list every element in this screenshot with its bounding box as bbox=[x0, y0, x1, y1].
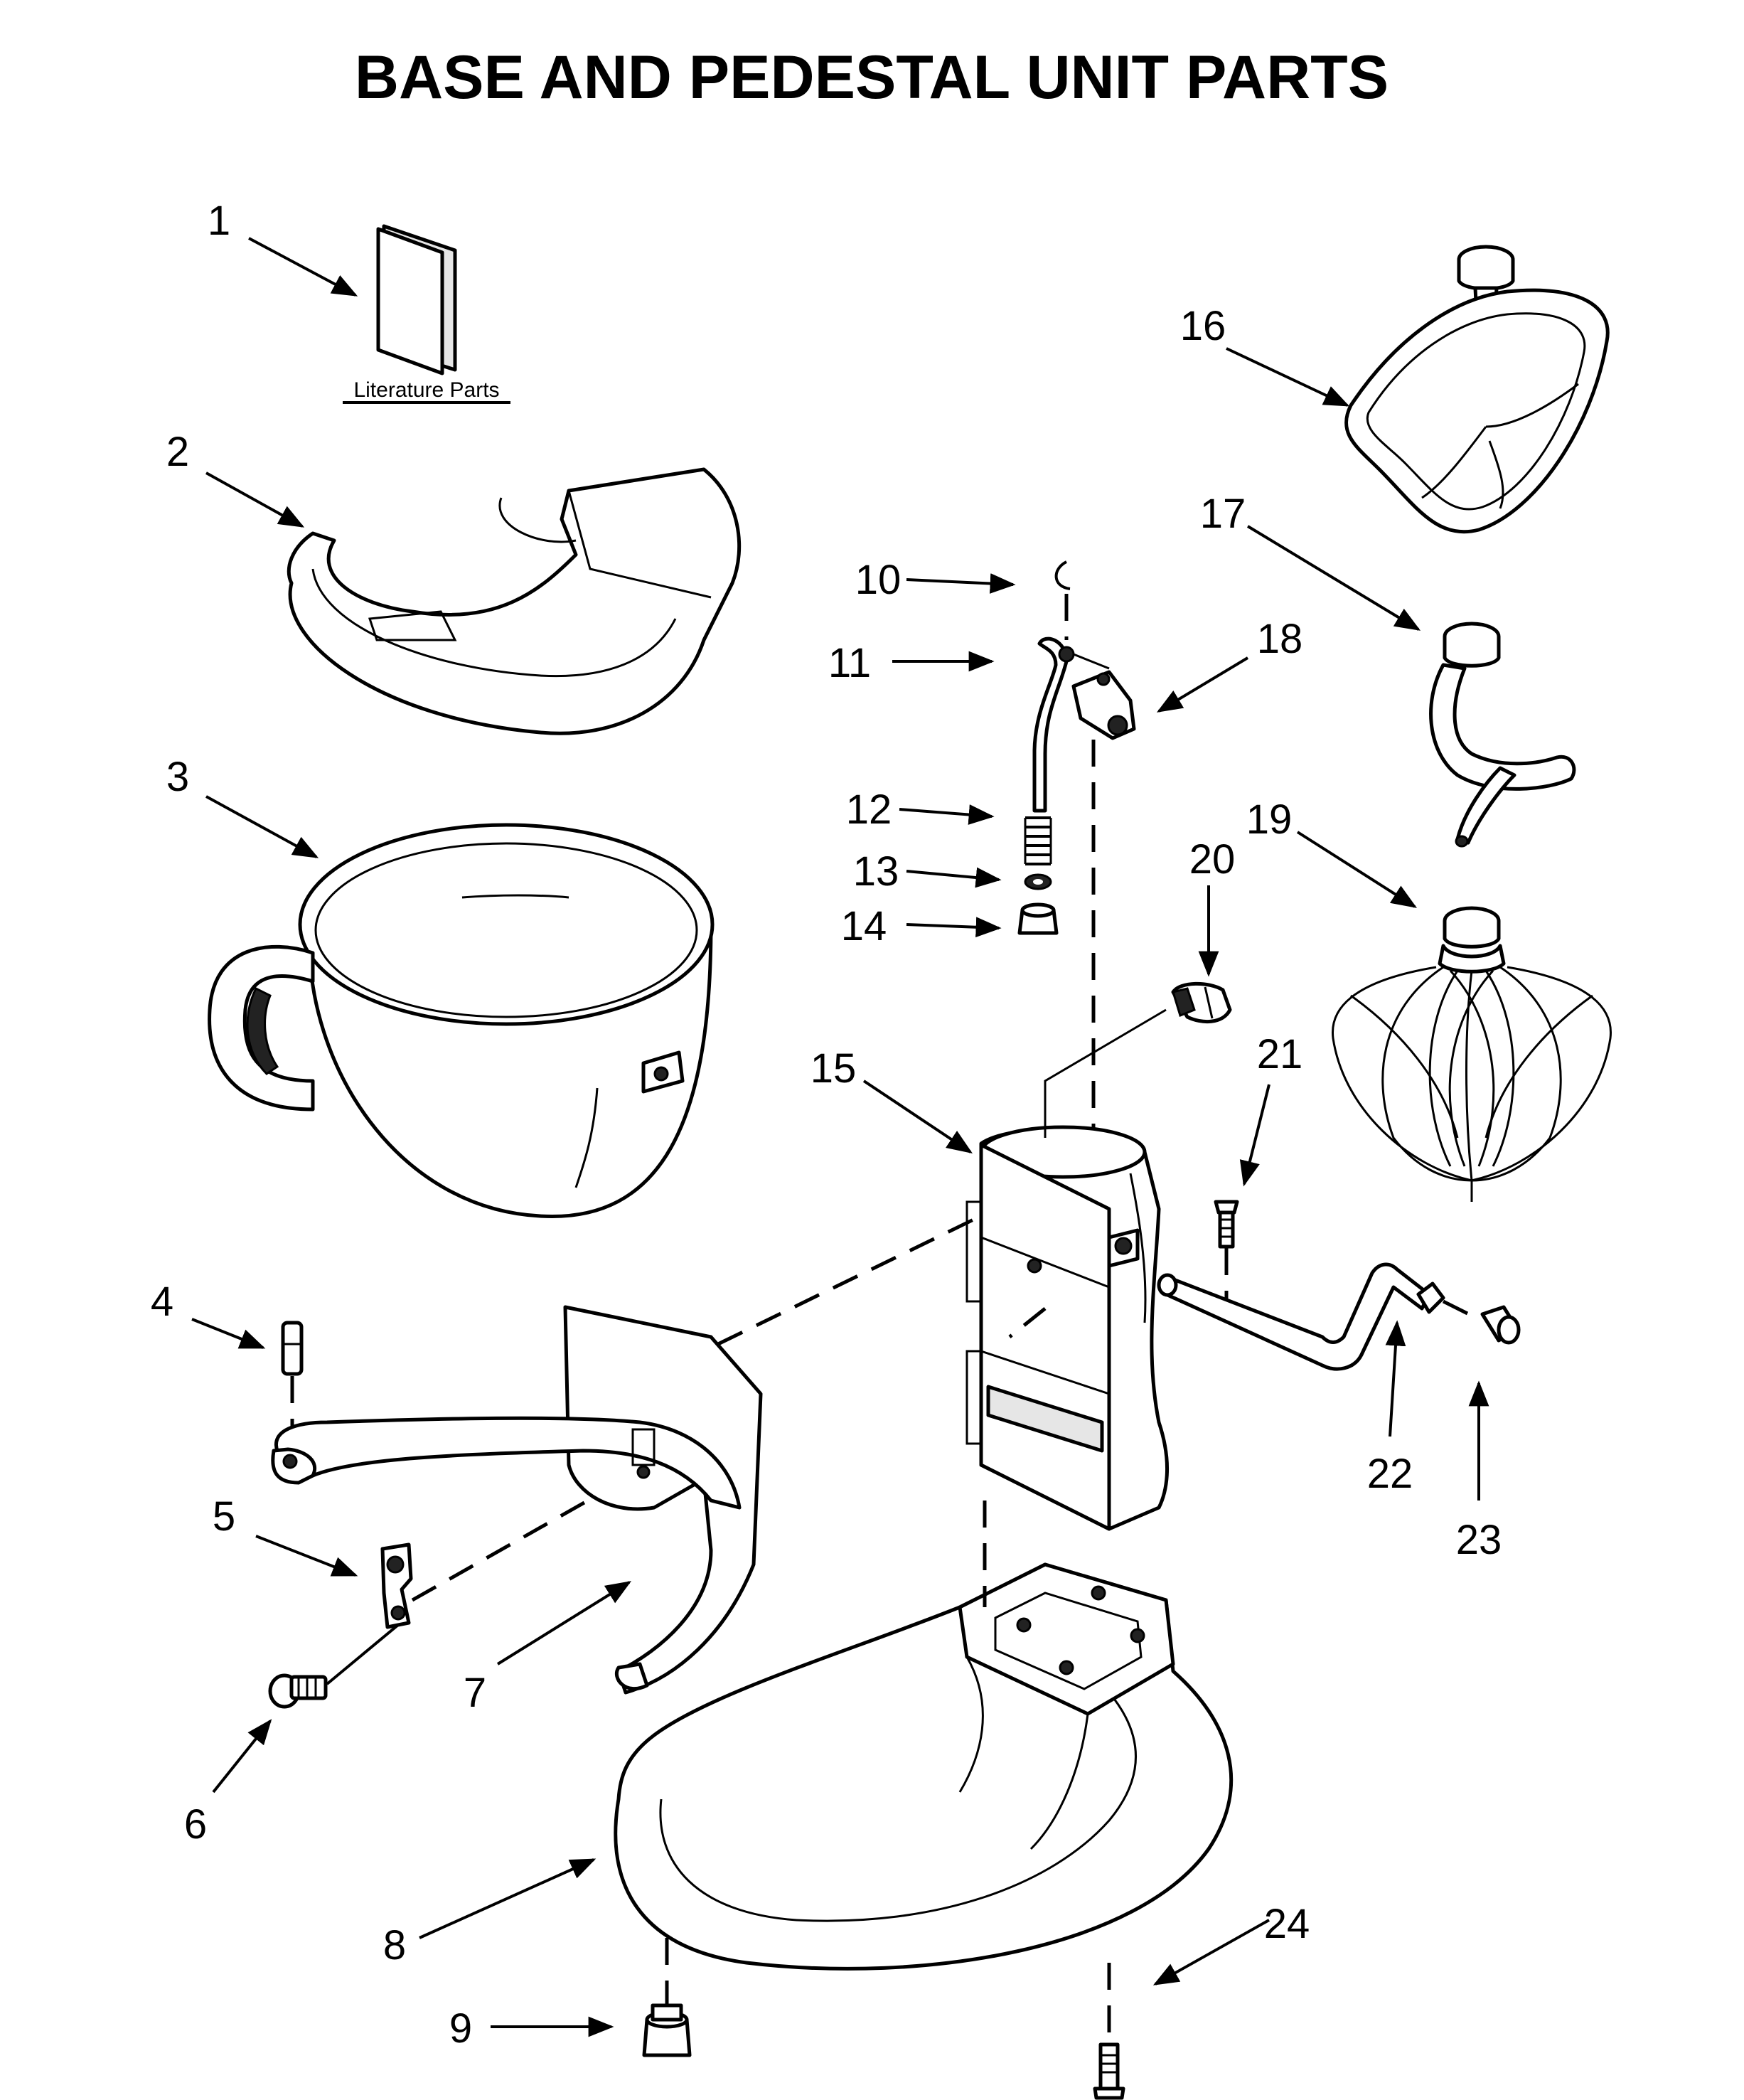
callout-7: 7 bbox=[464, 1670, 486, 1716]
part-23-cap[interactable] bbox=[1442, 1299, 1521, 1345]
part-19-wire-whip[interactable] bbox=[1331, 906, 1612, 1202]
diagram-title: BASE AND PEDESTAL UNIT PARTS bbox=[355, 43, 1389, 112]
part-20-knob[interactable] bbox=[1171, 981, 1232, 1024]
part-7-bowl-support[interactable] bbox=[271, 1207, 997, 1695]
callout-20: 20 bbox=[1189, 836, 1236, 883]
part-15-pedestal[interactable] bbox=[965, 1008, 1170, 1531]
part-8-base[interactable] bbox=[614, 1501, 1234, 2048]
part-2-pouring-shield[interactable] bbox=[287, 467, 742, 735]
callout-numbers: 1 2 3 4 5 6 7 8 9 10 11 12 13 14 15 16 1… bbox=[151, 198, 1502, 2052]
part-3-mixing-bowl[interactable] bbox=[208, 823, 715, 1218]
callout-13: 13 bbox=[853, 848, 899, 895]
callout-12: 12 bbox=[846, 787, 892, 833]
callout-9: 9 bbox=[449, 2005, 472, 2052]
part-21-screw[interactable] bbox=[1214, 1200, 1239, 1305]
part-12-spring[interactable] bbox=[1024, 816, 1052, 865]
callout-3: 3 bbox=[166, 754, 189, 800]
callout-18: 18 bbox=[1257, 616, 1303, 662]
callout-leaders bbox=[191, 237, 1489, 2037]
callout-14: 14 bbox=[841, 903, 887, 949]
callout-19: 19 bbox=[1246, 796, 1293, 843]
callout-8: 8 bbox=[383, 1922, 406, 1968]
part-9-foot[interactable] bbox=[642, 1938, 692, 2057]
callout-23: 23 bbox=[1456, 1517, 1502, 1563]
part-17-dough-hook[interactable] bbox=[1429, 622, 1576, 848]
part-18-lever-bracket[interactable] bbox=[1071, 670, 1136, 1180]
callout-22: 22 bbox=[1367, 1451, 1413, 1497]
part-11-lever[interactable] bbox=[1032, 636, 1110, 813]
callout-4: 4 bbox=[151, 1279, 173, 1325]
callout-24: 24 bbox=[1264, 1901, 1310, 1947]
callout-2: 2 bbox=[166, 429, 189, 475]
callout-15: 15 bbox=[811, 1045, 857, 1092]
part-6-screw[interactable] bbox=[268, 1624, 400, 1709]
callout-16: 16 bbox=[1180, 303, 1226, 349]
callout-6: 6 bbox=[184, 1801, 207, 1848]
part-5-bracket[interactable] bbox=[380, 1477, 627, 1629]
part-14-nut[interactable] bbox=[1017, 902, 1059, 935]
part-22-hinge-pin[interactable] bbox=[1157, 1262, 1445, 1371]
callout-17: 17 bbox=[1200, 491, 1246, 537]
callout-1: 1 bbox=[208, 198, 230, 244]
part-16-flat-beater[interactable] bbox=[1344, 245, 1610, 534]
part-1-literature-booklet[interactable]: Literature Parts bbox=[343, 224, 510, 404]
callout-5: 5 bbox=[213, 1493, 235, 1540]
part-24-screw[interactable] bbox=[1093, 2042, 1125, 2100]
literature-parts-label: Literature Parts bbox=[353, 378, 499, 402]
callout-11: 11 bbox=[828, 640, 871, 686]
callout-21: 21 bbox=[1257, 1031, 1303, 1077]
part-10-clip[interactable] bbox=[1054, 560, 1071, 640]
callout-10: 10 bbox=[855, 557, 902, 603]
part-13-washer[interactable] bbox=[1024, 873, 1052, 890]
part-4-pin[interactable] bbox=[281, 1321, 304, 1437]
